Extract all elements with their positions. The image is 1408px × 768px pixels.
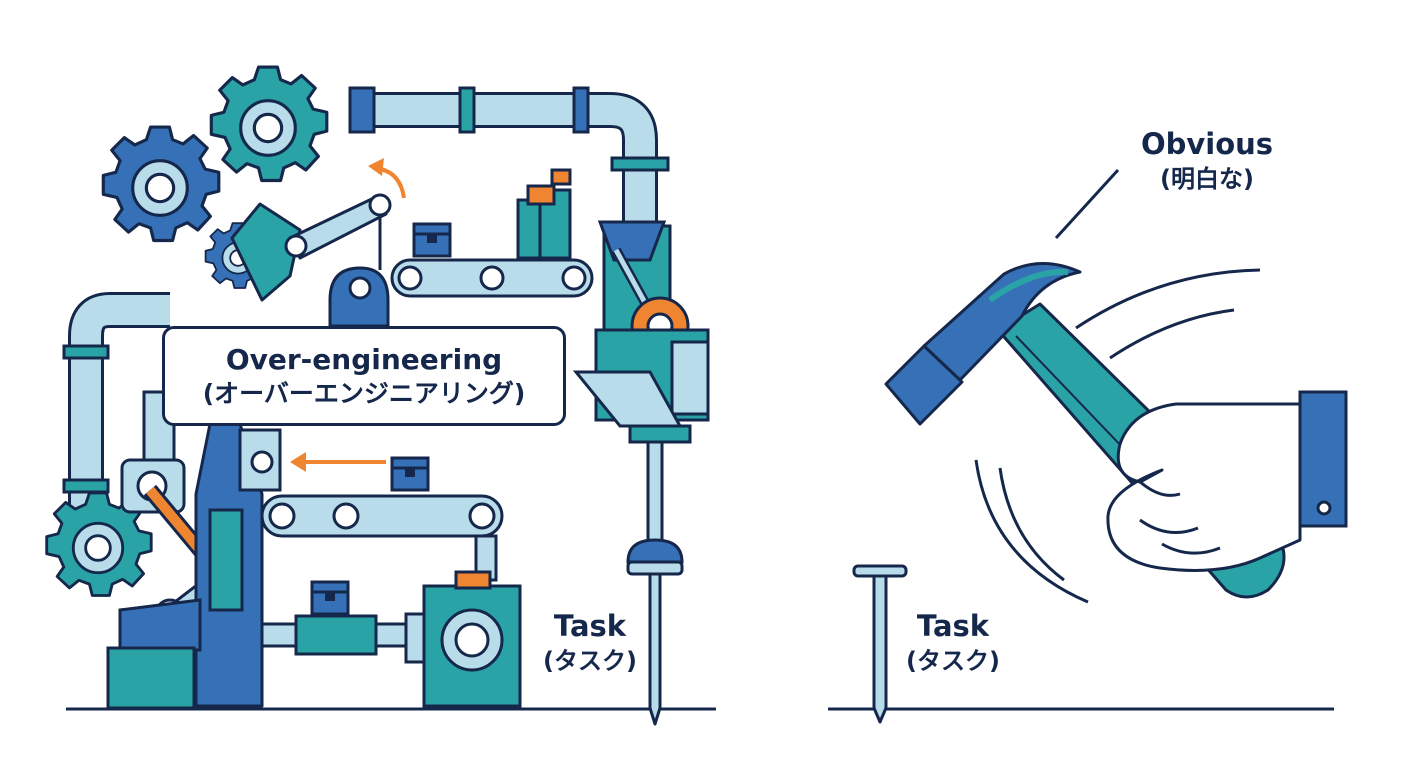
simple-hammer-scene <box>852 168 1348 724</box>
over-engineering-title: Over-engineering <box>225 343 503 376</box>
obvious-label: Obvious (明白な) <box>1122 126 1292 196</box>
over-engineering-subtitle: (オーバーエンジニアリング) <box>202 379 526 408</box>
over-engineered-machine <box>45 65 710 726</box>
box-icon <box>310 580 350 616</box>
task-title-right: Task <box>916 609 990 643</box>
box-icon <box>390 456 430 492</box>
task-title-left: Task <box>553 609 627 643</box>
task-subtitle-left: (タスク) <box>543 647 637 675</box>
conveyor-belt-icon <box>260 494 504 538</box>
task-label-right: Task (タスク) <box>898 608 1008 678</box>
obvious-subtitle: (明白な) <box>1160 165 1254 193</box>
nail-icon <box>872 574 888 724</box>
over-engineering-label: Over-engineering (オーバーエンジニアリング) <box>162 326 566 426</box>
obvious-title: Obvious <box>1140 127 1274 161</box>
task-label-left: Task (タスク) <box>535 608 645 678</box>
hand-icon <box>1106 402 1302 572</box>
nail-icon <box>648 572 662 726</box>
task-subtitle-right: (タスク) <box>906 647 1000 675</box>
gear-icon <box>209 65 329 183</box>
box-icon <box>412 222 452 258</box>
gear-icon <box>101 125 221 243</box>
pipe-icon <box>360 92 658 230</box>
